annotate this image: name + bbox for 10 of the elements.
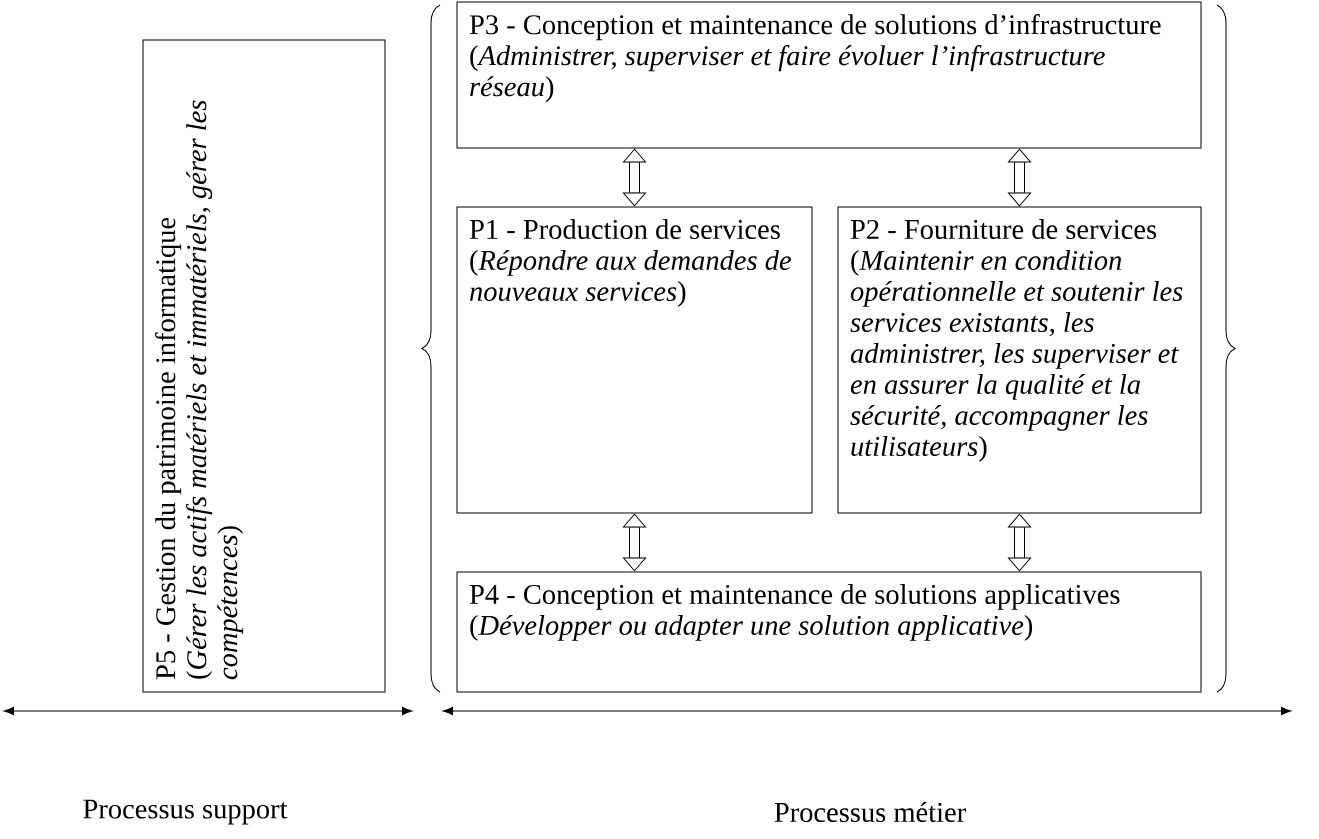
double-arrow <box>623 513 646 572</box>
double-arrow <box>623 148 646 207</box>
double-arrow <box>1008 148 1031 207</box>
section-label: Processus métier <box>774 801 966 823</box>
process-box: P2 - Fourniture de services (Maintenir en condition opérationnelle et soutenir les services existants, les administrer, les superviser et en assurer la qualité et la sécurité, accompagner les utilisateurs) <box>837 206 1202 514</box>
process-box: P4 - Conception et maintenance de solutions applicatives (Développer ou adapter une solution applicative) <box>456 571 1202 693</box>
process-box: P3 - Conception et maintenance de solutions d’infrastructure (Administrer, superviser et faire évoluer l’infrastructure réseau) <box>456 1 1202 149</box>
section-label: Processus support <box>83 799 288 825</box>
process-box: P1 - Production de services (Répondre aux demandes de nouveaux services) <box>456 206 813 514</box>
double-arrow <box>1008 513 1031 572</box>
